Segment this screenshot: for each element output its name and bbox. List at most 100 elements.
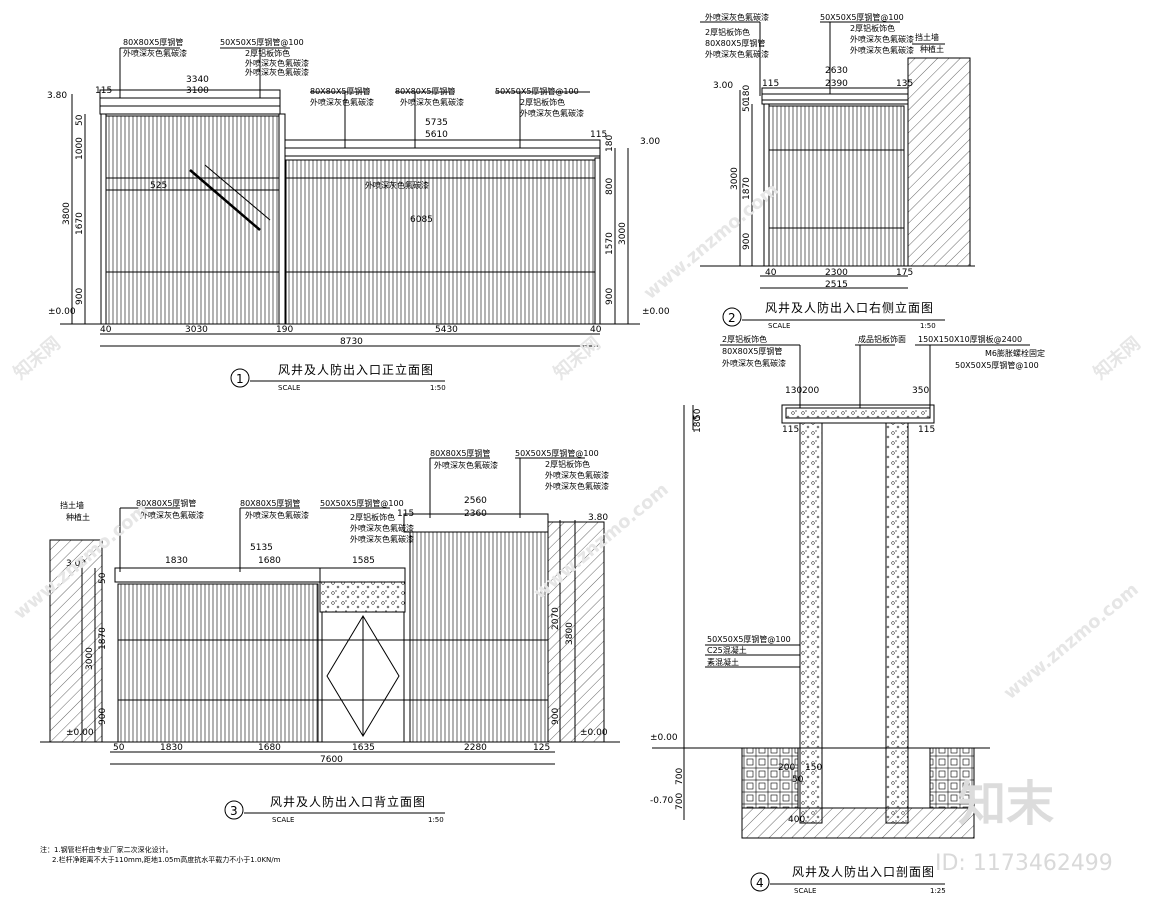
v3-dim-top-2: 5135	[250, 543, 273, 553]
v4-title: 风井及人防出入口剖面图	[792, 864, 935, 879]
v2-callout-6: 2厚铝板饰色	[850, 23, 895, 33]
v1-callout-10: 外喷深灰色氟碳漆	[400, 97, 464, 107]
v1-dim-b-3: 190	[276, 325, 293, 335]
v1-dim-right-1: 180	[605, 135, 615, 152]
v3-dim-b-4: 1635	[352, 743, 375, 753]
v1-dim-b-1: 40	[100, 325, 112, 335]
v1-callout-2: 外喷深灰色氟碳漆	[123, 48, 187, 58]
v1-callout-11: 50X50X5厚钢管@100	[495, 86, 579, 96]
v1-dim-b-5: 40	[590, 325, 602, 335]
watermark-logo: 知末	[958, 776, 1054, 832]
v2-callout-2: 2厚铝板饰色	[705, 27, 750, 37]
v4-dim-b-2: 150	[805, 763, 822, 773]
v3-level-2: 3.80	[588, 513, 608, 523]
v1-callout-9: 80X80X5厚钢管	[395, 86, 455, 96]
v4-dim-top-5: 115	[918, 425, 935, 435]
v3-dim-b-2: 1830	[160, 743, 183, 753]
v3-level-3: ±0.00	[66, 728, 94, 738]
v4-callout-l4: 50X50X5厚钢管@100	[707, 634, 791, 644]
v4-level-1: ±0.00	[650, 733, 678, 743]
v1-dim-left-2: 1000	[75, 137, 85, 160]
v2-scale-value: 1:50	[920, 322, 936, 330]
v1-dim-left-4: 900	[75, 288, 85, 305]
v3-dim-top-1: 1830	[165, 556, 188, 566]
watermark-site-3: www.znzmo.com	[1000, 579, 1143, 704]
v2-callout-10: 种植土	[920, 44, 944, 54]
v4-dim-left-3: 700	[675, 768, 685, 785]
v3-callout-9: 80X80X5厚钢管	[430, 448, 490, 458]
v2-dim-left-2: 180	[742, 85, 752, 102]
v4-level-2: -0.70	[650, 796, 674, 806]
v3-callout-16: 种植土	[66, 512, 90, 522]
v2-callout-5: 50X50X5厚钢管@100	[820, 12, 904, 22]
v1-callout-13: 外喷深灰色氟碳漆	[520, 108, 584, 118]
v1-dim-top-3: 115	[95, 86, 112, 96]
v2-dim-top-2: 2630	[825, 66, 848, 76]
note-2: 2.栏杆净距离不大于110mm,距地1.05m高度抗水平载力不小于1.0KN/m	[52, 855, 281, 864]
v3-dim-top-7: 115	[397, 509, 414, 519]
v4-dim-top-3: 350	[912, 386, 929, 396]
v2-callout-8: 外喷深灰色氟碳漆	[850, 45, 914, 55]
v3-callout-12: 2厚铝板饰色	[545, 459, 590, 469]
v1-title: 风井及人防出入口正立面图	[278, 362, 434, 377]
v4-callout-r1: 150X150X10厚钢板@2400	[918, 334, 1022, 344]
v2-level-1: 3.00	[713, 81, 733, 91]
v4-callout-r3: 50X50X5厚钢管@100	[955, 360, 1039, 370]
v1-dim-top-5: 5610	[425, 130, 448, 140]
v4-callout-l1: 2厚铝板饰色	[722, 334, 767, 344]
v4-dim-top-4: 115	[782, 425, 799, 435]
v1-dim-right-3: 1570	[605, 232, 615, 255]
v1-dim-right-5: 3000	[618, 222, 628, 245]
v2-callout-7: 外喷深灰色氟碳漆	[850, 34, 914, 44]
v3-dim-top-3: 1680	[258, 556, 281, 566]
note-1: 注：1.钢管栏杆由专业厂家二次深化设计。	[40, 845, 173, 854]
v4-dim-top-1: 130	[785, 386, 802, 396]
v2-callout-3: 80X80X5厚钢管	[705, 38, 765, 48]
v1-dim-left-3: 1670	[75, 212, 85, 235]
v2-callout-1: 外喷深灰色氟碳漆	[705, 12, 769, 22]
v1-dim-b-2: 3030	[185, 325, 208, 335]
v1-callout-8: 外喷深灰色氟碳漆	[310, 97, 374, 107]
v2-callout-9: 挡土墙	[915, 32, 939, 42]
v4-callout-l5: C25混凝土	[707, 645, 747, 655]
v3-num: 3	[230, 804, 239, 818]
view-2-side-elevation: 外喷深灰色氟碳漆 2厚铝板饰色 80X80X5厚钢管 外喷深灰色氟碳漆 50X5…	[700, 12, 975, 330]
v3-dim-left-2: 1870	[98, 627, 108, 650]
v4-callout-r2: M6膨胀螺栓固定	[985, 348, 1045, 358]
v4-scale-label: SCALE	[794, 887, 816, 895]
watermark-brand-mid: 知末网	[549, 332, 605, 384]
v1-scale-value: 1:50	[430, 384, 446, 392]
v4-dim-left-1: 50	[693, 408, 703, 420]
v3-callout-10: 外喷深灰色氟碳漆	[434, 460, 498, 470]
v2-dim-b-1: 40	[765, 268, 777, 278]
v4-dim-left-2: 180	[693, 416, 703, 433]
v2-dim-total: 2515	[825, 280, 848, 290]
v2-dim-left-1: 50	[742, 100, 752, 112]
v3-dim-left-4: 3000	[85, 647, 95, 670]
v2-dim-top-1: 115	[762, 79, 779, 89]
v3-callout-4: 2厚铝板饰色	[350, 512, 395, 522]
v3-callout-5: 外喷深灰色氟碳漆	[350, 523, 414, 533]
v3-dim-b-5: 2280	[464, 743, 487, 753]
v4-dim-b-1: 200	[778, 763, 795, 773]
v1-dim-b-4: 5430	[435, 325, 458, 335]
v3-title: 风井及人防出入口背立面图	[270, 794, 426, 809]
v2-dim-left-4: 900	[742, 233, 752, 250]
v1-dim-top-1: 3340	[186, 75, 209, 85]
v4-scale-value: 1:25	[930, 887, 946, 895]
v3-dim-top-5: 2560	[464, 496, 487, 506]
v3-level-4: ±0.00	[580, 728, 608, 738]
view-1-front-elevation: 80X80X5厚钢管 外喷深灰色氟碳漆 50X50X5厚钢管@100 2厚铝板饰…	[47, 37, 670, 392]
v2-dim-b-2: 2300	[825, 268, 848, 278]
v4-dim-b-4: 50	[792, 775, 804, 785]
v3-scale-value: 1:50	[428, 816, 444, 824]
v2-dim-b-3: 175	[896, 268, 913, 278]
v1-dim-right-4: 900	[605, 288, 615, 305]
v4-callout-l6: 素混凝土	[707, 657, 739, 667]
watermark-brand-left: 知末网	[9, 332, 65, 384]
v2-callout-4: 外喷深灰色氟碳漆	[705, 49, 769, 59]
v1-callout-1: 80X80X5厚钢管	[123, 37, 183, 47]
v1-dim-misc-1: 525	[150, 181, 167, 191]
v3-dim-b-6: 125	[533, 743, 550, 753]
